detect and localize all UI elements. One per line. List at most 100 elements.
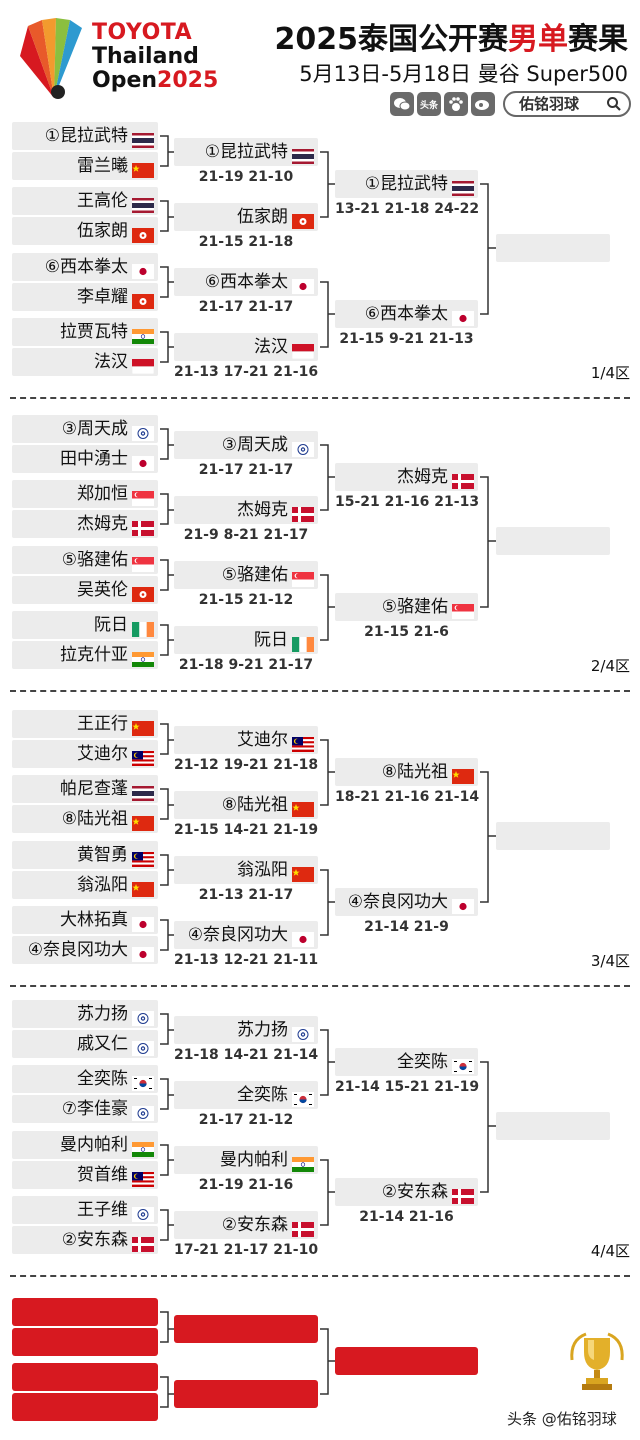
player-name: 李卓耀: [77, 287, 128, 307]
in-flag-icon: [132, 1138, 154, 1157]
toutiao-icon[interactable]: 头条: [417, 92, 441, 116]
account-search-box[interactable]: 佑铭羽球: [503, 91, 631, 117]
player-name: 田中湧士: [60, 449, 128, 469]
player-r1: 王子维: [12, 1196, 158, 1224]
my-flag-icon: [292, 733, 314, 752]
zone-label: 3/4区: [590, 952, 630, 970]
player-name: 王高伦: [77, 191, 128, 211]
player-name: 帕尼查蓬: [60, 779, 128, 799]
player-name: 戚又仁: [77, 1034, 128, 1054]
cn-flag-icon: [132, 717, 154, 736]
slot-semifinal: [174, 1315, 318, 1343]
player-r1: ⑧陆光祖: [12, 805, 158, 833]
player-name: 伍家朗: [237, 207, 288, 227]
match-score: 21-17 21-17: [198, 462, 294, 478]
jp-flag-icon: [132, 260, 154, 279]
dk-flag-icon: [292, 503, 314, 522]
player-r1: ⑥西本拳太: [12, 253, 158, 281]
tpe-flag-icon: [292, 438, 314, 457]
sg-flag-icon: [292, 568, 314, 587]
player-r3: 全奕陈: [335, 1048, 478, 1076]
player-r1: ①昆拉武特: [12, 122, 158, 150]
player-r1: 艾迪尔: [12, 740, 158, 768]
player-name: ④奈良冈功大: [27, 940, 128, 960]
match-score: 21-15 9-21 21-13: [339, 331, 474, 347]
search-icon: [607, 97, 621, 111]
player-r1: ⑤骆建佑: [12, 546, 158, 574]
slot-r1: [12, 1328, 158, 1356]
match-score: 15-21 21-16 21-13: [335, 494, 480, 510]
player-name: ⑤骆建佑: [381, 597, 448, 617]
zone-label: 2/4区: [590, 657, 630, 675]
player-name: ⑧陆光祖: [221, 795, 288, 815]
slot-r1: [12, 1363, 158, 1391]
player-name: 全奕陈: [237, 1085, 288, 1105]
match-score: 21-19 21-10: [198, 169, 294, 185]
wechat-icon[interactable]: [390, 92, 414, 116]
player-r2: 苏力扬: [174, 1016, 318, 1044]
match-score: 21-14 15-21 21-19: [335, 1079, 480, 1095]
quarter-winner-slot: [496, 527, 610, 555]
player-name: ④奈良冈功大: [187, 925, 288, 945]
player-name: 王正行: [77, 714, 128, 734]
player-r1: 王正行: [12, 710, 158, 738]
player-name: 曼内帕利: [220, 1150, 288, 1170]
my-flag-icon: [132, 747, 154, 766]
match-score: 21-17 21-17: [198, 299, 294, 315]
player-r1: ④奈良冈功大: [12, 936, 158, 964]
weibo-icon[interactable]: [471, 92, 495, 116]
tournament-logo: TOYOTA Thailand Open2025: [12, 14, 218, 104]
player-name: 杰姆克: [397, 467, 448, 487]
dk-flag-icon: [132, 1233, 154, 1252]
player-name: 杰姆克: [77, 514, 128, 534]
player-r2: 曼内帕利: [174, 1146, 318, 1174]
player-r3: ⑧陆光祖: [335, 758, 478, 786]
hk-flag-icon: [132, 290, 154, 309]
dk-flag-icon: [292, 1218, 314, 1237]
paw-icon[interactable]: [444, 92, 468, 116]
player-name: 大林拓真: [60, 910, 128, 930]
player-r1: ⑦李佳豪: [12, 1095, 158, 1123]
footer-credit: 头条 @佑铭羽球: [507, 1410, 617, 1428]
shuttlecock-logo-icon: [20, 18, 82, 99]
tpe-flag-icon: [132, 1102, 154, 1121]
match-score: 21-13 21-17: [198, 887, 294, 903]
player-r2: ②安东森: [174, 1211, 318, 1239]
match-score: 13-21 21-18 24-22: [335, 201, 480, 217]
player-name: ⑤骆建佑: [61, 550, 128, 570]
player-name: 杰姆克: [237, 500, 288, 520]
match-score: 17-21 21-17 21-10: [174, 1242, 319, 1258]
player-name: 翁泓阳: [77, 875, 128, 895]
kr-flag-icon: [452, 1055, 474, 1074]
th-flag-icon: [132, 129, 154, 148]
player-name: 曼内帕利: [60, 1135, 128, 1155]
player-r2: ⑥西本拳太: [174, 268, 318, 296]
player-r3: 杰姆克: [335, 463, 478, 491]
dk-flag-icon: [452, 470, 474, 489]
player-r2: 伍家朗: [174, 203, 318, 231]
player-r1: 伍家朗: [12, 217, 158, 245]
jp-flag-icon: [132, 943, 154, 962]
match-score: 21-15 14-21 21-19: [174, 822, 319, 838]
tpe-flag-icon: [132, 1203, 154, 1222]
slot-final: [335, 1347, 478, 1375]
hk-flag-icon: [132, 583, 154, 602]
player-name: 苏力扬: [237, 1020, 288, 1040]
sg-flag-icon: [452, 600, 474, 619]
player-r1: 帕尼查蓬: [12, 775, 158, 803]
logo-country: Thailand: [92, 44, 199, 69]
tpe-flag-icon: [292, 1023, 314, 1042]
player-r3: ④奈良冈功大: [335, 888, 478, 916]
match-score: 21-13 17-21 21-16: [174, 364, 319, 380]
tpe-flag-icon: [132, 422, 154, 441]
player-name: 阮日: [254, 630, 288, 650]
section-divider: [10, 397, 630, 399]
player-name: 伍家朗: [77, 221, 128, 241]
player-r3: ⑤骆建佑: [335, 593, 478, 621]
sg-flag-icon: [132, 553, 154, 572]
player-r2: ⑤骆建佑: [174, 561, 318, 589]
match-score: 21-19 21-16: [198, 1177, 294, 1193]
player-r1: 杰姆克: [12, 510, 158, 538]
dk-flag-icon: [132, 517, 154, 536]
slot-r1: [12, 1393, 158, 1421]
